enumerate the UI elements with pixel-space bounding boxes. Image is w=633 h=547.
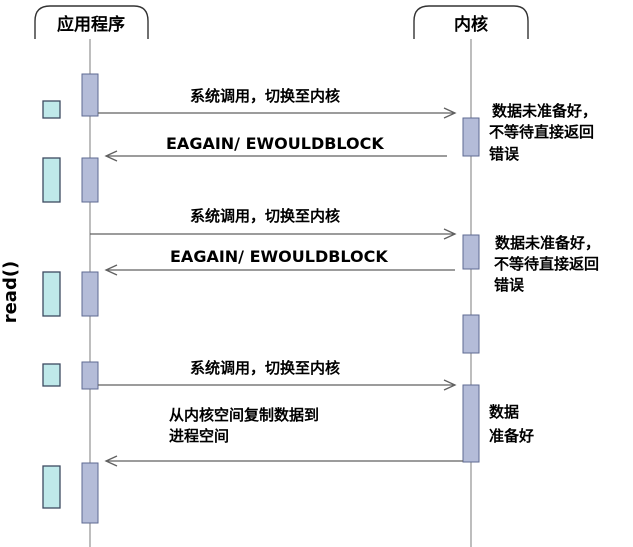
kernel-activation-2 bbox=[462, 234, 480, 270]
kernel-note-1-line3: 错误 bbox=[489, 145, 520, 163]
app-activation-4 bbox=[81, 361, 99, 390]
kernel-note-ready-line2: 准备好 bbox=[489, 427, 534, 445]
kernel-participant: 内核 bbox=[413, 5, 529, 39]
kernel-activation-4 bbox=[462, 384, 480, 463]
error-label-1: EAGAIN/ EWOULDBLOCK bbox=[166, 134, 384, 153]
kernel-activation-3 bbox=[462, 314, 480, 354]
app-activation-2 bbox=[81, 157, 99, 203]
error-label-2: EAGAIN/ EWOULDBLOCK bbox=[170, 247, 388, 266]
kernel-note-2-line2: 不等待直接返回 bbox=[494, 255, 599, 273]
thread-block-1 bbox=[42, 100, 61, 119]
error-arrow-1 bbox=[104, 150, 447, 162]
thread-block-5 bbox=[42, 465, 61, 509]
kernel-note-2-line1: 数据未准备好， bbox=[495, 234, 600, 252]
syscall-label-2: 系统调用，切换至内核 bbox=[190, 207, 340, 225]
copy-data-arrow bbox=[104, 455, 463, 467]
kernel-note-2-line3: 错误 bbox=[494, 276, 525, 294]
read-call-label: read() bbox=[0, 261, 21, 324]
kernel-note-ready: 数据 准备好 bbox=[489, 403, 534, 445]
kernel-note-ready-line1: 数据 bbox=[489, 403, 519, 421]
thread-block-4 bbox=[42, 363, 61, 387]
error-arrow-2 bbox=[104, 264, 455, 276]
syscall-arrow-2 bbox=[90, 228, 457, 240]
app-activation-5 bbox=[81, 462, 99, 524]
syscall-label-1: 系统调用，切换至内核 bbox=[190, 87, 340, 105]
thread-block-2 bbox=[42, 157, 61, 203]
copy-data-label-line1: 从内核空间复制数据到 bbox=[169, 406, 319, 424]
kernel-note-not-ready-2: 数据未准备好， 不等待直接返回 错误 bbox=[494, 234, 600, 294]
thread-block-3 bbox=[42, 271, 61, 317]
kernel-note-1-line2: 不等待直接返回 bbox=[489, 123, 594, 141]
app-activation-3 bbox=[81, 271, 99, 317]
syscall-label-3: 系统调用，切换至内核 bbox=[190, 359, 340, 377]
syscall-arrow-1 bbox=[98, 107, 457, 119]
copy-data-label-line2: 进程空间 bbox=[169, 427, 229, 445]
app-participant-label: 应用程序 bbox=[57, 14, 125, 35]
kernel-note-1-line1: 数据未准备好， bbox=[492, 102, 597, 120]
kernel-activation-1 bbox=[462, 117, 480, 157]
syscall-arrow-3 bbox=[98, 379, 457, 391]
kernel-note-not-ready-1: 数据未准备好， 不等待直接返回 错误 bbox=[489, 102, 597, 163]
app-participant: 应用程序 bbox=[34, 5, 149, 39]
app-activation-1 bbox=[81, 73, 99, 117]
kernel-participant-label: 内核 bbox=[454, 14, 488, 35]
